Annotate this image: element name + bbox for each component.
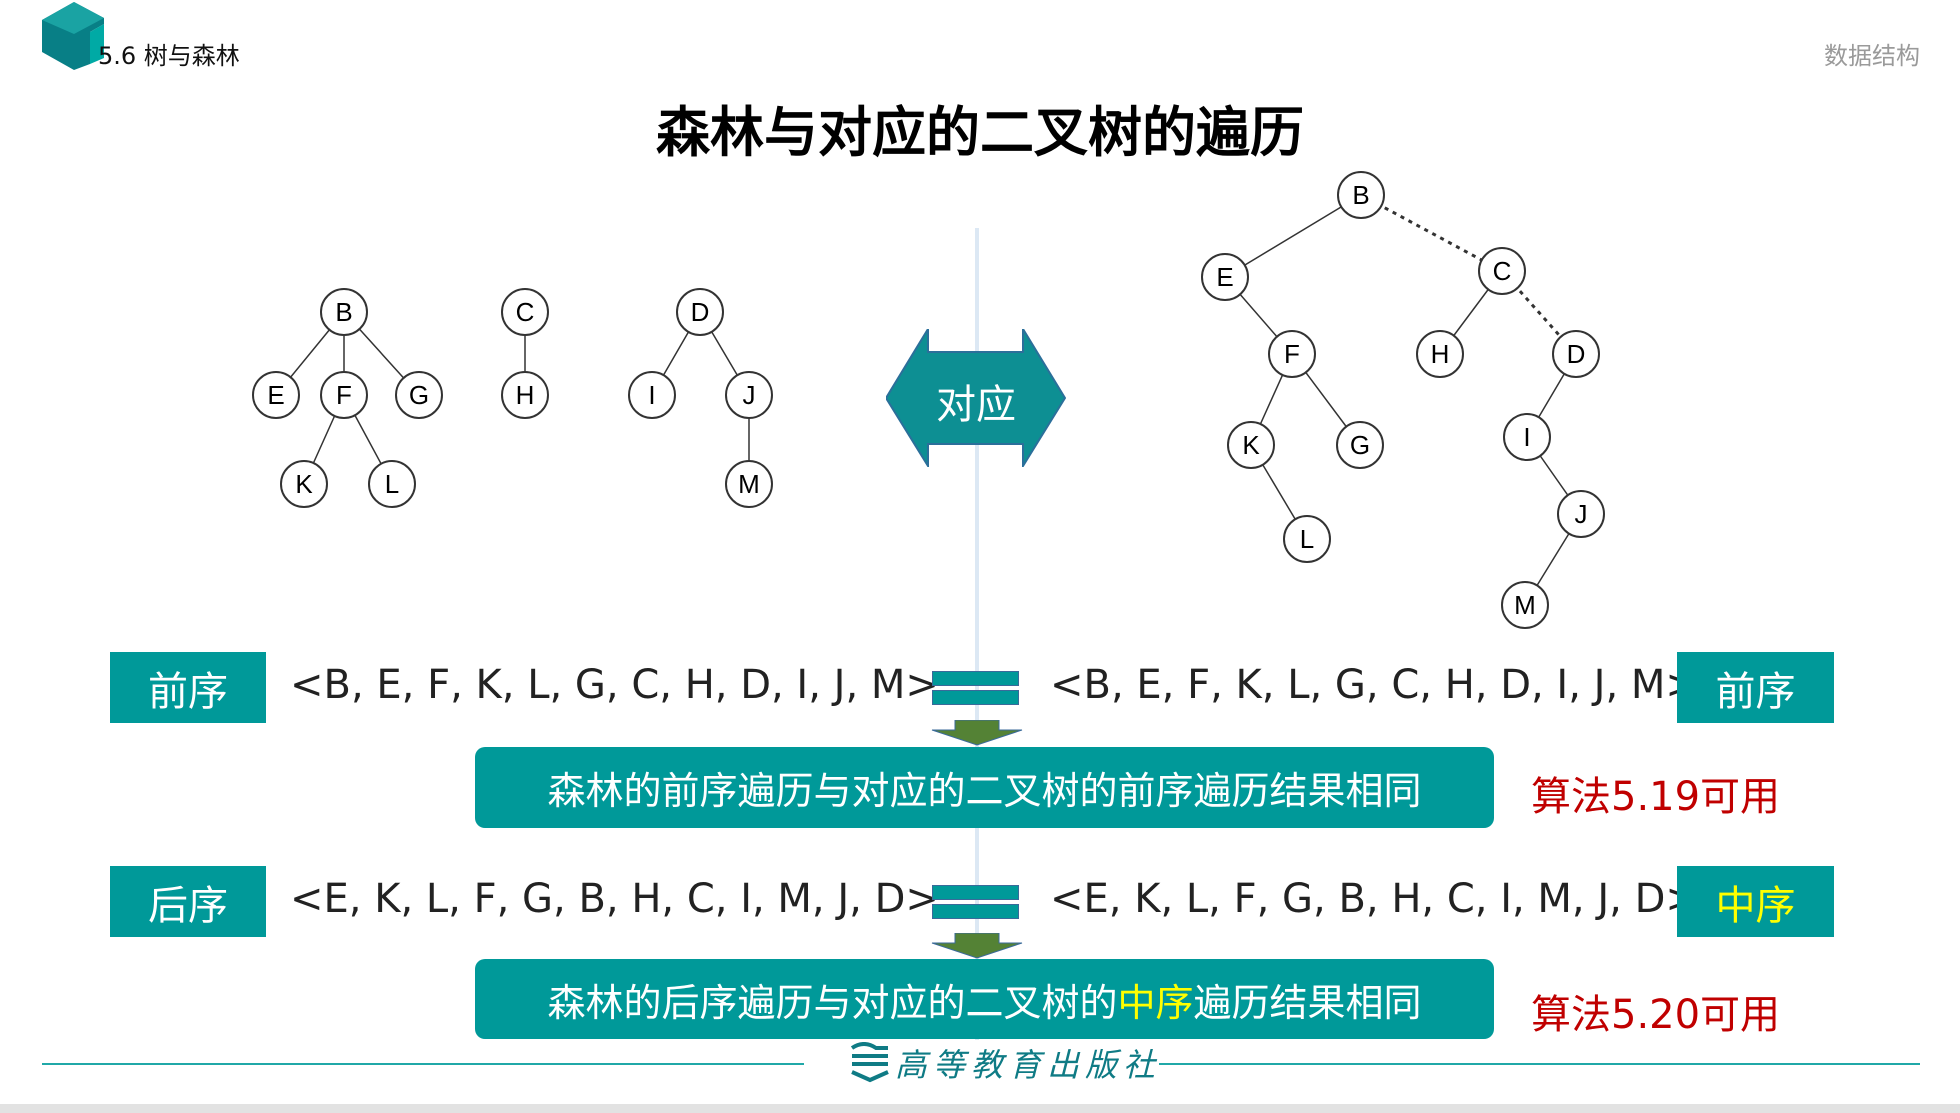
banner-text-pre: 森林的后序遍历与对应的二叉树的 — [547, 980, 1118, 1025]
forest-node-D: D — [676, 288, 724, 336]
binary-tree-node-M: M — [1501, 581, 1549, 629]
binary-tree-node-K: K — [1227, 421, 1275, 469]
banner-text-highlight: 中序 — [1117, 980, 1194, 1025]
binary-preorder-label: 前序 — [1677, 652, 1834, 723]
publisher-logo-icon — [850, 1042, 889, 1083]
binary-inorder-seq: <E, K, L, F, G, B, H, C, I, M, J, D> — [1050, 876, 1699, 922]
bottom-bar — [0, 1104, 1960, 1113]
preorder-conclusion-banner: 森林的前序遍历与对应的二叉树的前序遍历结果相同 — [475, 747, 1494, 828]
svg-text:G: G — [409, 380, 429, 410]
svg-text:B: B — [335, 297, 352, 327]
svg-text:K: K — [1242, 430, 1260, 460]
equals-icon — [932, 885, 1019, 900]
correspond-arrow — [886, 329, 1066, 467]
svg-text:F: F — [1284, 339, 1300, 369]
footer-line-right — [1159, 1063, 1920, 1065]
svg-text:D: D — [691, 297, 710, 327]
binary-tree-edge — [1360, 193, 1503, 273]
forest-node-C: C — [501, 288, 549, 336]
svg-text:K: K — [295, 469, 313, 499]
svg-text:E: E — [267, 380, 284, 410]
forest-postorder-seq: <E, K, L, F, G, B, H, C, I, M, J, D> — [290, 876, 939, 922]
equals-icon-bar2 — [932, 904, 1019, 919]
svg-text:J: J — [743, 380, 756, 410]
forest-preorder-label: 前序 — [110, 652, 266, 723]
forest-node-H: H — [501, 371, 549, 419]
svg-text:H: H — [1431, 339, 1450, 369]
binary-tree-edge — [1224, 194, 1362, 278]
svg-text:C: C — [516, 297, 535, 327]
forest-preorder-seq: <B, E, F, K, L, G, C, H, D, I, J, M> — [290, 662, 939, 708]
footer-line-left — [42, 1063, 804, 1065]
down-arrow-icon — [931, 933, 1023, 959]
binary-tree-node-L: L — [1283, 515, 1331, 563]
svg-text:M: M — [1514, 590, 1536, 620]
svg-text:F: F — [336, 380, 352, 410]
binary-tree-node-C: C — [1478, 247, 1526, 295]
binary-tree-node-F: F — [1268, 330, 1316, 378]
svg-text:C: C — [1493, 256, 1512, 286]
svg-text:H: H — [516, 380, 535, 410]
svg-text:G: G — [1350, 430, 1370, 460]
binary-tree-node-B: B — [1337, 171, 1385, 219]
binary-tree-node-H: H — [1416, 330, 1464, 378]
forest-postorder-label: 后序 — [110, 866, 266, 937]
down-arrow-icon — [931, 720, 1023, 746]
publisher-name: 高等教育出版社 — [895, 1046, 1162, 1084]
svg-text:M: M — [738, 469, 760, 499]
svg-text:L: L — [385, 469, 399, 499]
binary-tree-node-J: J — [1557, 490, 1605, 538]
forest-diagram: B E F G K L C H D I J M B E C F H D K G I L J M — [252, 171, 1605, 629]
binary-tree-node-E: E — [1201, 253, 1249, 301]
postorder-conclusion-banner: 森林的后序遍历与对应的二叉树的中序遍历结果相同 — [475, 959, 1494, 1039]
svg-text:E: E — [1216, 262, 1233, 292]
algo-519-note: 算法5.19可用 — [1531, 774, 1781, 820]
forest-node-M: M — [725, 460, 773, 508]
binary-inorder-label: 中序 — [1677, 866, 1834, 937]
forest-node-K: K — [280, 460, 328, 508]
section-title: 5.6 树与森林 — [98, 42, 240, 70]
forest-node-B: B — [320, 288, 368, 336]
equals-icon-bar2 — [932, 690, 1019, 705]
forest-node-E: E — [252, 371, 300, 419]
svg-text:B: B — [1352, 180, 1369, 210]
binary-tree-node-G: G — [1336, 421, 1384, 469]
svg-text:D: D — [1567, 339, 1586, 369]
binary-tree-node-I: I — [1503, 413, 1551, 461]
forest-node-G: G — [395, 371, 443, 419]
course-name: 数据结构 — [1824, 42, 1920, 70]
svg-text:I: I — [1523, 422, 1530, 452]
banner-text-post: 遍历结果相同 — [1193, 980, 1422, 1025]
svg-text:J: J — [1575, 499, 1588, 529]
center-divider — [975, 228, 979, 1040]
svg-text:L: L — [1300, 524, 1314, 554]
forest-node-F: F — [320, 371, 368, 419]
forest-node-L: L — [368, 460, 416, 508]
forest-node-I: I — [628, 371, 676, 419]
slide-title: 森林与对应的二叉树的遍历 — [656, 101, 1304, 164]
binary-preorder-seq: <B, E, F, K, L, G, C, H, D, I, J, M> — [1050, 662, 1699, 708]
equals-icon — [932, 671, 1019, 686]
svg-text:I: I — [648, 380, 655, 410]
logo-cube-icon — [42, 2, 104, 70]
correspond-label: 对应 — [936, 382, 1016, 428]
algo-520-note: 算法5.20可用 — [1531, 992, 1781, 1038]
forest-node-J: J — [725, 371, 773, 419]
binary-tree-node-D: D — [1552, 330, 1600, 378]
